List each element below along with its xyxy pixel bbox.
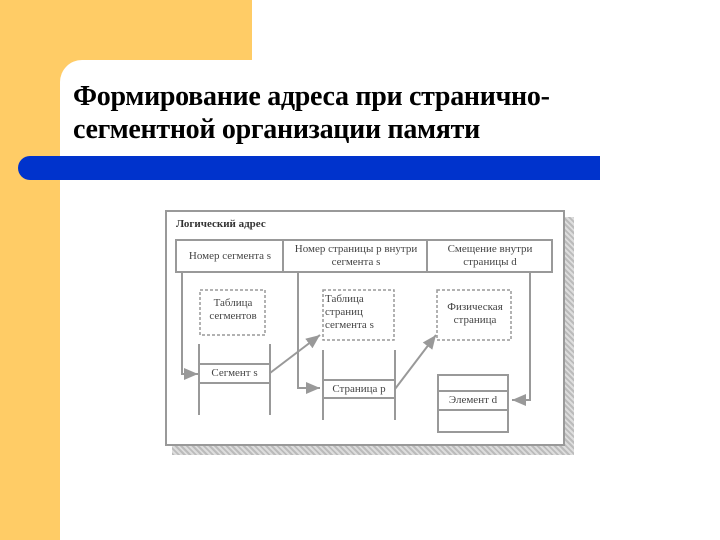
- page-table-label: Таблица страниц сегмента s: [325, 293, 374, 331]
- field-page-number: Номер страницы p внутри сегмента s: [294, 243, 418, 268]
- logical-address-label: Логический адрес: [176, 218, 266, 230]
- element-entry: Элемент d: [448, 394, 498, 406]
- field-segment-number: Номер сегмента s: [188, 250, 272, 262]
- physical-page-label: Физическая страница: [447, 301, 503, 326]
- page-entry: Страница p: [332, 383, 386, 395]
- title-line-1: Формирование адреса при странично-: [73, 81, 550, 112]
- segment-entry: Сегмент s: [211, 367, 258, 379]
- segment-table-label: Таблица сегментов: [209, 297, 257, 322]
- field-offset: Смещение внутри страницы d: [447, 243, 533, 268]
- title-underline-bar: [18, 156, 600, 180]
- accent-band-left: [0, 0, 60, 540]
- slide-title: Формирование адреса при странично- сегме…: [73, 80, 550, 146]
- title-line-2: сегментной организации памяти: [73, 114, 480, 145]
